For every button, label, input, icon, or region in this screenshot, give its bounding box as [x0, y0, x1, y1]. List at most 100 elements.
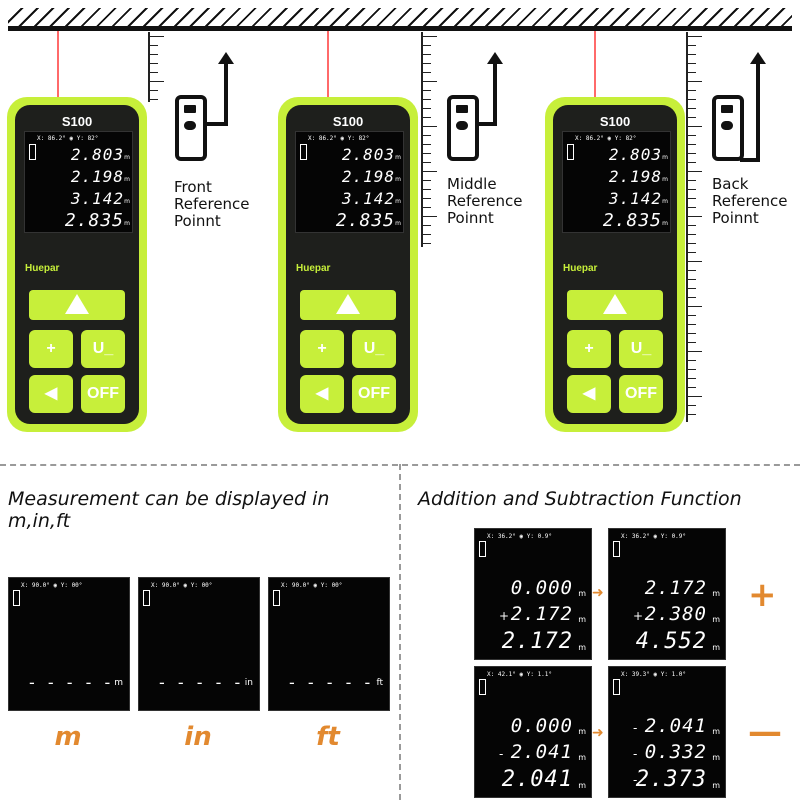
reading-main: 2.835: [64, 210, 124, 231]
function-button[interactable]: ◀: [567, 375, 611, 413]
ruler-tick: [688, 144, 696, 145]
arrow-right-icon: ➜: [592, 725, 604, 741]
reading-2: 2.198: [341, 167, 395, 186]
ruler-tick: [688, 207, 696, 208]
off-button[interactable]: OFF: [619, 375, 663, 413]
unit-subtract-button[interactable]: U_: [81, 330, 125, 368]
reading-main: 2.835: [602, 210, 662, 231]
reading-3: 3.142: [608, 189, 662, 208]
calc-heading: Addition and Subtraction Function: [418, 488, 742, 510]
unit-subtract-button[interactable]: U_: [352, 330, 396, 368]
unit-label: m: [662, 220, 668, 227]
unit-caption-ft: ft: [316, 722, 340, 752]
laser-beam: [57, 31, 59, 97]
laser-button[interactable]: [300, 290, 396, 320]
unit-label: m: [578, 781, 586, 790]
unit-label: m: [712, 727, 720, 736]
off-button[interactable]: OFF: [81, 375, 125, 413]
ruler-tick: [688, 81, 702, 82]
unit-label: m: [578, 589, 586, 598]
operator-sign: -: [633, 721, 638, 735]
ruler-tick: [688, 288, 696, 289]
function-button[interactable]: ◀: [300, 375, 344, 413]
unit-label: m: [124, 154, 130, 161]
plus-icon: +: [748, 575, 777, 615]
ruler-tick: [688, 324, 696, 325]
function-button[interactable]: ◀: [29, 375, 73, 413]
ruler-tick: [688, 333, 696, 334]
up-arrow-icon: [224, 62, 228, 126]
ruler-tick: [688, 261, 702, 262]
rangefinder-device: S100 X: 86.2° ◉ Y: 82° 2.803 2.198 3.142…: [278, 97, 418, 432]
off-button[interactable]: OFF: [352, 375, 396, 413]
reading-2: 2.172: [510, 603, 573, 625]
reading-2: 2.198: [608, 167, 662, 186]
laser-beam: [327, 31, 329, 97]
ruler-tick: [150, 54, 158, 55]
device-mode-icon: [613, 679, 620, 695]
section-divider: [399, 464, 401, 800]
unit-label: m: [124, 176, 130, 183]
ruler-tick: [688, 72, 696, 73]
unit-caption-in: in: [184, 722, 212, 752]
device-screen: X: 86.2° ◉ Y: 82° 2.803 2.198 3.142 2.83…: [24, 131, 133, 233]
laser-beam: [594, 31, 596, 97]
ruler-tick: [423, 171, 437, 172]
unit-label: m: [395, 154, 401, 161]
tilt-status: X: 90.0° ◉ Y: 00°: [21, 582, 83, 589]
unit-label: m: [712, 753, 720, 762]
add-button[interactable]: +: [300, 330, 344, 368]
ruler-tick: [423, 90, 431, 91]
ruler-tick: [688, 396, 702, 397]
laser-button[interactable]: [29, 290, 125, 320]
unit-label: m: [662, 198, 668, 205]
model-label: S100: [61, 114, 93, 129]
reading-result: 4.552: [635, 629, 707, 654]
reading-1: 2.803: [341, 145, 395, 164]
device-mode-icon: [300, 144, 307, 160]
arrow-foot: [740, 158, 760, 162]
ruler-tick: [423, 198, 431, 199]
ruler-tick: [688, 279, 696, 280]
ruler-tick: [150, 99, 158, 100]
device-screen: X: 86.2° ◉ Y: 82° 2.803 2.198 3.142 2.83…: [562, 131, 671, 233]
ruler-tick: [688, 360, 696, 361]
brand-logo: Huepar: [25, 263, 60, 274]
ruler-tick: [423, 180, 431, 181]
unit-label: m: [578, 727, 586, 736]
dash-placeholder: - - - - -: [159, 673, 245, 692]
dash-placeholder: - - - - -: [289, 673, 375, 692]
tilt-status: X: 90.0° ◉ Y: 00°: [151, 582, 213, 589]
unit-subtract-button[interactable]: U_: [619, 330, 663, 368]
ruler-tick: [688, 270, 696, 271]
reading-3: 3.142: [341, 189, 395, 208]
device-mode-icon: [29, 144, 36, 160]
dash-placeholder: - - - - -: [29, 673, 115, 692]
tilt-status: X: 86.2° ◉ Y: 82°: [575, 135, 637, 142]
unit-label: m: [124, 198, 130, 205]
add-button[interactable]: +: [567, 330, 611, 368]
ruler-tick: [423, 108, 431, 109]
ruler-tick: [688, 198, 696, 199]
ruler-tick: [423, 45, 431, 46]
add-button[interactable]: +: [29, 330, 73, 368]
unit-label: m: [712, 615, 720, 624]
middle-reference-device-icon: [447, 95, 479, 161]
ruler-tick: [688, 405, 696, 406]
ruler-tick: [423, 126, 437, 127]
ruler-tick: [423, 162, 431, 163]
unit-label: m: [712, 781, 720, 790]
unit-label: ft: [376, 678, 383, 688]
unit-label: m: [662, 154, 668, 161]
ruler-tick: [688, 36, 702, 37]
arrow-foot: [477, 122, 497, 126]
laser-button[interactable]: [567, 290, 663, 320]
reading-2: 2.380: [644, 603, 707, 625]
back-reference-device-icon: [712, 95, 744, 161]
reading-1: 0.000: [510, 715, 573, 737]
ruler-tick: [150, 72, 158, 73]
model-label: S100: [332, 114, 364, 129]
arrow-right-icon: ➜: [592, 585, 604, 601]
